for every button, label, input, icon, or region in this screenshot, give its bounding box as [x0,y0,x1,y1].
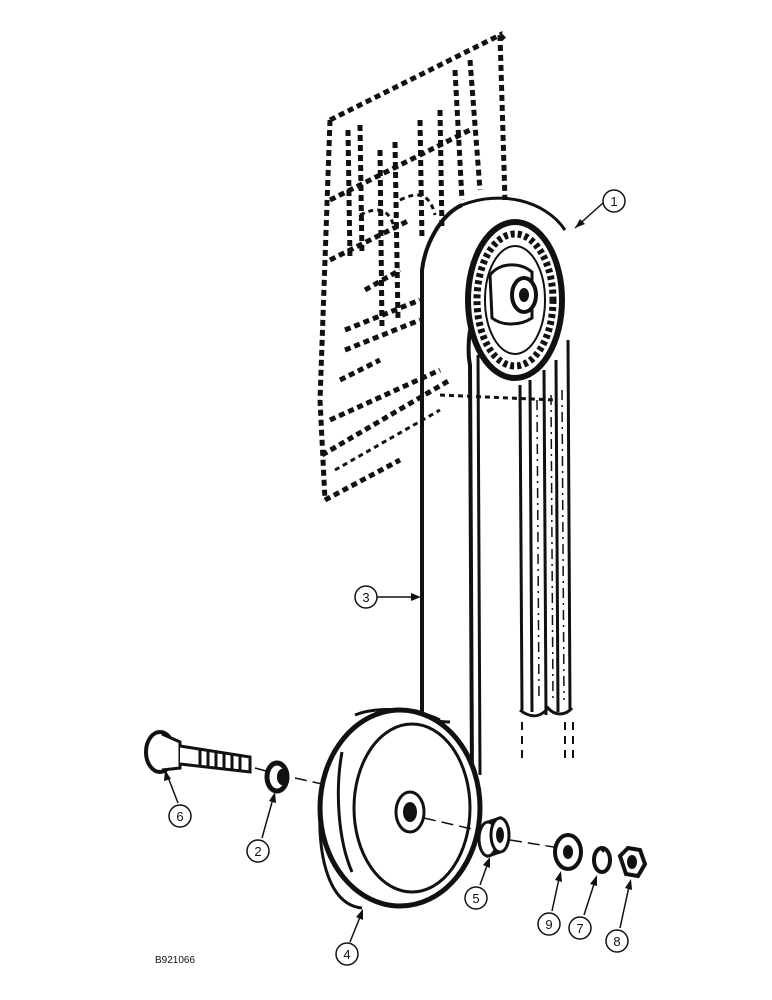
bolt-axis-centerline [254,767,561,849]
callout-7: 7 [568,875,597,940]
belt-strands [518,339,574,760]
callout-8: 8 [605,879,632,953]
callout-2: 2 [246,792,276,863]
hex-nut [617,845,648,879]
carriage-bolt [144,730,252,774]
drive-belt [420,203,482,781]
callout-3-label: 3 [362,590,369,605]
bushing [477,815,511,859]
callout-1-label: 1 [610,194,617,209]
callout-9: 9 [537,871,562,936]
callout-3: 3 [354,585,421,609]
callout-2-label: 2 [254,844,261,859]
flat-washer [553,833,583,871]
callout-9-label: 9 [545,917,552,932]
callout-6-label: 6 [176,809,183,824]
callout-7-label: 7 [576,921,583,936]
spacer-washer [264,760,290,794]
callout-5: 5 [464,857,490,910]
callout-6: 6 [164,770,192,828]
callout-4: 4 [335,909,363,966]
figure-id: B921066 [155,955,195,966]
callout-8-label: 8 [613,934,620,949]
callout-4-label: 4 [343,947,350,962]
lock-washer [592,846,612,874]
upper-drive-pulley [461,196,567,381]
idler-pulley [317,707,483,910]
callout-5-label: 5 [472,891,479,906]
callout-1: 1 [574,189,626,229]
